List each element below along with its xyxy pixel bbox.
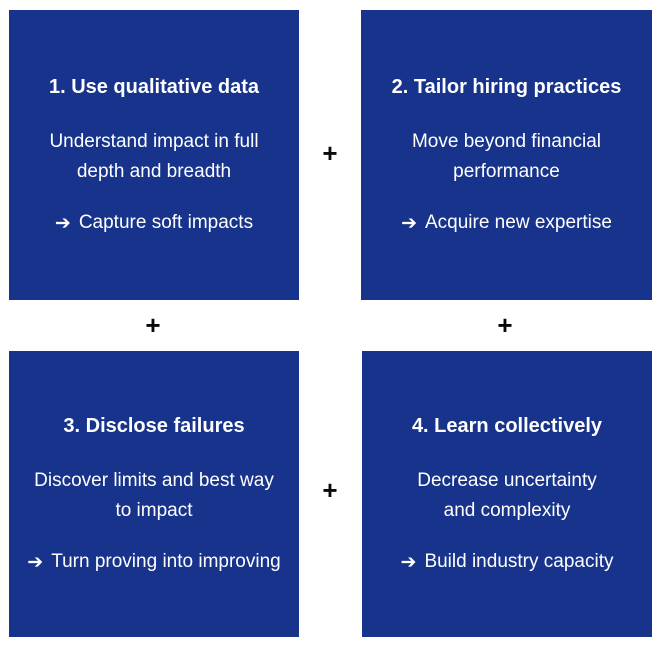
card-action: ➔ Acquire new expertise <box>401 208 612 238</box>
card-action: ➔ Turn proving into improving <box>27 547 280 577</box>
card-title: 4. Learn collectively <box>411 415 603 437</box>
right-arrow-icon: ➔ <box>401 211 417 234</box>
card-description-line2: depth and breadth <box>76 161 232 182</box>
card-description: Decrease uncertainty and complexity <box>417 466 597 526</box>
right-arrow-icon: ➔ <box>54 211 71 234</box>
right-arrow-icon: ➔ <box>27 550 44 573</box>
card-action: ➔ Build industry capacity <box>401 547 614 577</box>
principle-card-4: 4. Learn collectively Decrease uncertain… <box>362 351 652 637</box>
card-action-label: Capture soft impacts <box>78 212 254 233</box>
plus-connector-right-column: + <box>497 310 513 340</box>
plus-connector-top-middle: + <box>322 138 338 168</box>
card-description-line1: Decrease uncertainty <box>417 470 597 491</box>
card-description-line2: and complexity <box>443 500 571 521</box>
plus-connector-bottom-middle: + <box>322 475 338 505</box>
principle-card-2: 2. Tailor hiring practices Move beyond f… <box>361 10 652 300</box>
card-description-line1: Understand impact in full <box>49 131 259 152</box>
card-action: ➔ Capture soft impacts <box>55 208 253 238</box>
card-title: 1. Use qualitative data <box>48 76 260 98</box>
card-description-line2: to impact <box>115 500 193 521</box>
card-description-line1: Discover limits and best way <box>34 470 274 491</box>
card-action-label: Turn proving into improving <box>51 551 281 572</box>
card-title: 2. Tailor hiring practices <box>391 76 622 98</box>
card-action-label: Build industry capacity <box>424 551 614 572</box>
card-action-label: Acquire new expertise <box>424 212 612 233</box>
card-title: 3. Disclose failures <box>63 415 245 437</box>
card-description: Move beyond financial performance <box>412 127 601 187</box>
card-description-line1: Move beyond financial <box>411 131 602 152</box>
card-description: Understand impact in full depth and brea… <box>49 127 258 187</box>
plus-connector-left-column: + <box>145 310 161 340</box>
principle-card-1: 1. Use qualitative data Understand impac… <box>9 10 299 300</box>
principle-card-3: 3. Disclose failures Discover limits and… <box>9 351 299 637</box>
right-arrow-icon: ➔ <box>400 550 417 573</box>
card-description: Discover limits and best way to impact <box>34 466 274 526</box>
card-description-line2: performance <box>453 161 560 182</box>
